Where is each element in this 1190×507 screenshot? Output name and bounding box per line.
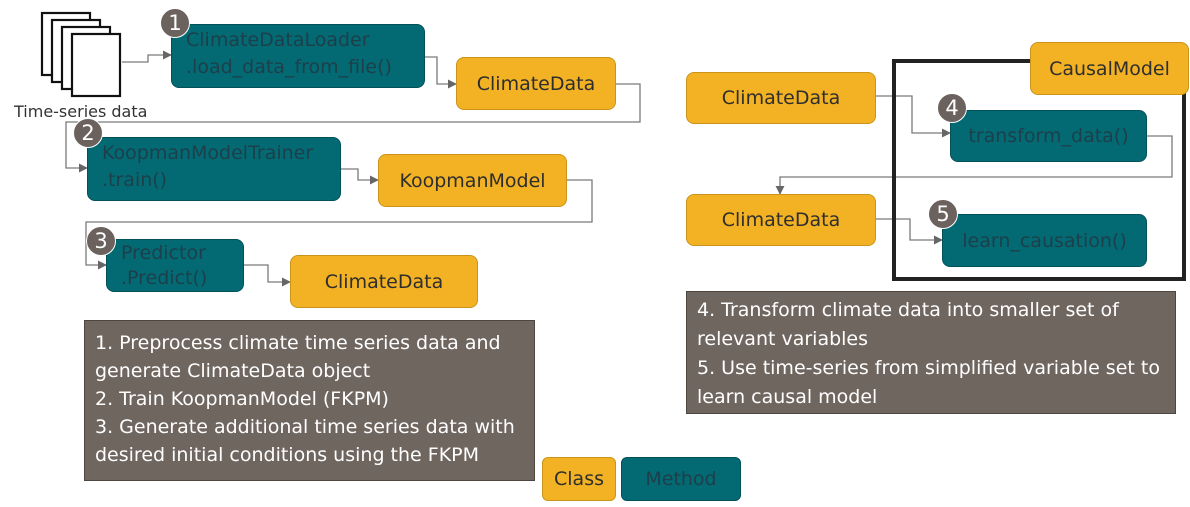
transform-data-method[interactable]: transform_data() bbox=[950, 110, 1147, 162]
legend-class: Class bbox=[542, 457, 616, 501]
notes-right: 4. Transform climate data into smaller s… bbox=[686, 291, 1176, 414]
climate-data-loader-method[interactable]: ClimateDataLoader .load_data_from_file() bbox=[171, 24, 425, 88]
step-badge-1: 1 bbox=[160, 8, 190, 38]
arrow-loader-to-climatedata bbox=[425, 56, 457, 89]
note-line: desired initial conditions using the FKP… bbox=[95, 444, 480, 466]
note-line: 4. Transform climate data into smaller s… bbox=[697, 299, 1119, 321]
climate-data-class-input[interactable]: ClimateData bbox=[686, 72, 876, 124]
note-line: 5. Use time-series from simplified varia… bbox=[697, 357, 1160, 379]
arrow-climatedata-to-trainer bbox=[65, 83, 641, 173]
trainer-class-name: KoopmanModelTrainer bbox=[102, 142, 314, 164]
climate-data-class-3[interactable]: ClimateData bbox=[290, 255, 478, 308]
arrow-koopman-to-predictor bbox=[85, 179, 593, 270]
note-line: 3. Generate additional time series data … bbox=[95, 416, 515, 438]
loader-class-name: ClimateDataLoader bbox=[186, 29, 370, 51]
step-badge-3: 3 bbox=[86, 226, 116, 256]
note-line: learn causal model bbox=[697, 386, 878, 408]
predictor-method[interactable]: Predictor .Predict() bbox=[106, 239, 244, 292]
koopman-model-class[interactable]: KoopmanModel bbox=[378, 154, 567, 207]
note-line: generate ClimateData object bbox=[95, 360, 371, 382]
input-caption: Time-series data bbox=[14, 102, 148, 121]
step-badge-5: 5 bbox=[928, 199, 958, 229]
koopman-trainer-method[interactable]: KoopmanModelTrainer .train() bbox=[87, 137, 341, 201]
trainer-method-name: .train() bbox=[102, 169, 168, 191]
note-line: 2. Train KoopmanModel (FKPM) bbox=[95, 388, 389, 410]
loader-method-name: .load_data_from_file() bbox=[186, 56, 392, 78]
note-line: relevant variables bbox=[697, 328, 869, 350]
arrow-predictor-to-climatedata bbox=[244, 264, 291, 287]
climate-data-class-1[interactable]: ClimateData bbox=[456, 57, 616, 110]
step-badge-2: 2 bbox=[73, 118, 103, 148]
arrow-data-to-loader bbox=[122, 50, 172, 63]
arrow-transform-to-climatedata bbox=[775, 135, 1173, 195]
predictor-method-name: .Predict() bbox=[121, 267, 208, 289]
step-badge-4: 4 bbox=[937, 93, 967, 123]
note-line: 1. Preprocess climate time series data a… bbox=[95, 332, 501, 354]
predictor-class-name: Predictor bbox=[121, 242, 206, 264]
causal-model-class[interactable]: CausalModel bbox=[1030, 42, 1189, 95]
document-stack-icon bbox=[40, 11, 122, 98]
climate-data-class-mid[interactable]: ClimateData bbox=[686, 194, 876, 246]
learn-causation-method[interactable]: learn_causation() bbox=[942, 214, 1147, 267]
legend-method: Method bbox=[621, 457, 741, 501]
arrow-trainer-to-koopman bbox=[341, 168, 379, 185]
notes-left: 1. Preprocess climate time series data a… bbox=[84, 320, 535, 481]
